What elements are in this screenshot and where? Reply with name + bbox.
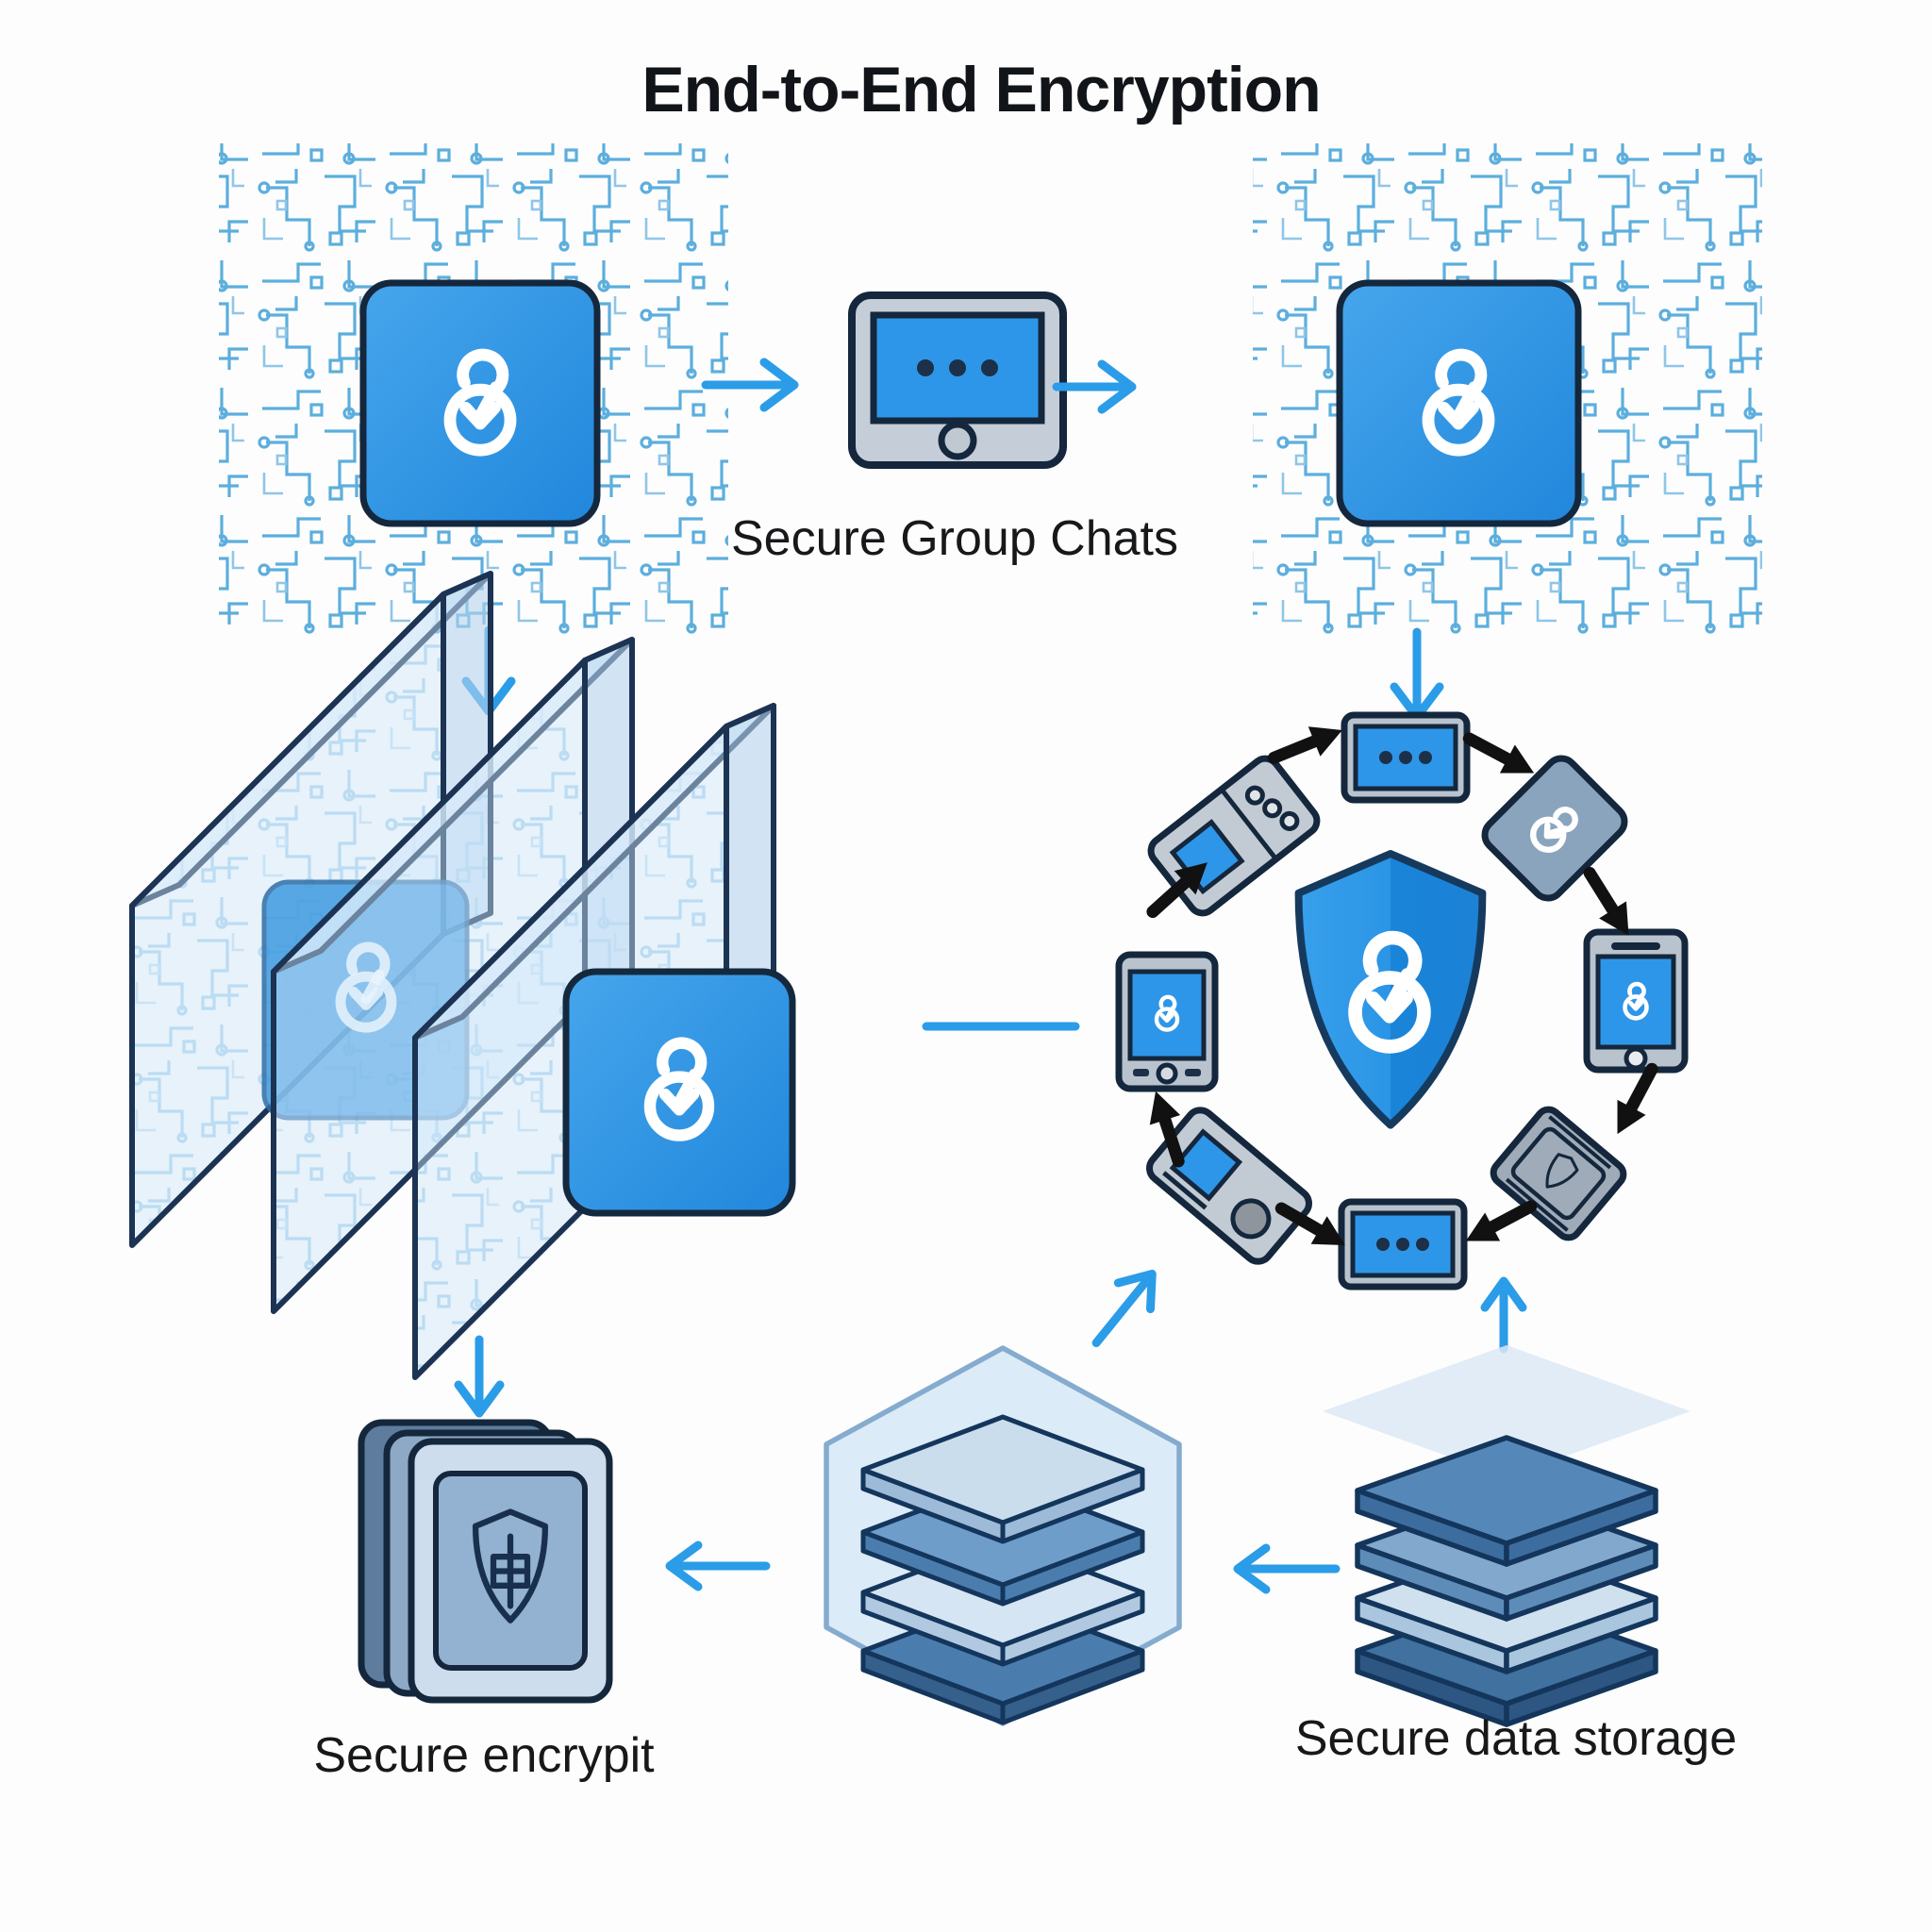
data-storage-label: Secure data storage — [1295, 1711, 1737, 1766]
ring-tablet-bottom — [1338, 1198, 1468, 1291]
secure-encrypt-label: Secure encrypit — [313, 1728, 655, 1783]
ring-tablet-top — [1341, 711, 1471, 804]
arrow-chip-to-tablet — [701, 358, 799, 412]
ring-phone-left — [1115, 951, 1219, 1092]
home-button — [938, 421, 977, 460]
group-chat-tablet — [848, 291, 1067, 469]
page-title: End-to-End Encryption — [641, 54, 1320, 125]
arrow-storage-to-ring — [1480, 1276, 1527, 1354]
storage-ghost-layer — [1323, 1345, 1690, 1477]
secure-album-stack — [358, 1419, 613, 1704]
encryption-chip-right — [1253, 143, 1762, 636]
device-sync-ring — [1115, 711, 1689, 1291]
ring-flow-arrows — [1146, 726, 1658, 1245]
ring-phone-right — [1583, 928, 1689, 1074]
arrow-hexagon-to-ring — [1091, 1269, 1157, 1347]
ellipsis-icon — [917, 359, 998, 376]
encrypted-glass-panels — [129, 571, 796, 1380]
encryption-key-square-front — [562, 968, 796, 1217]
encryption-chip-left — [219, 143, 728, 636]
hexagon-layer-stack — [824, 1345, 1182, 1726]
ring-key-card-top-right — [1481, 755, 1628, 902]
arrow-hexagon-to-album — [665, 1541, 771, 1591]
data-storage-stack — [1323, 1345, 1690, 1727]
arrow-tablet-to-chip — [1052, 359, 1137, 414]
storage-layer-1 — [1355, 1435, 1658, 1567]
glass-panel-2 — [271, 637, 635, 1314]
encryption-key-square-left — [359, 279, 601, 527]
central-shield-icon — [1294, 850, 1487, 1129]
arrow-chip-right-down — [1390, 627, 1444, 722]
group-chats-label: Secure Group Chats — [731, 511, 1178, 566]
arrow-storage-to-hexagon — [1233, 1543, 1341, 1594]
hex-layer-1 — [860, 1414, 1145, 1544]
arrow-panels-to-album — [454, 1335, 505, 1418]
